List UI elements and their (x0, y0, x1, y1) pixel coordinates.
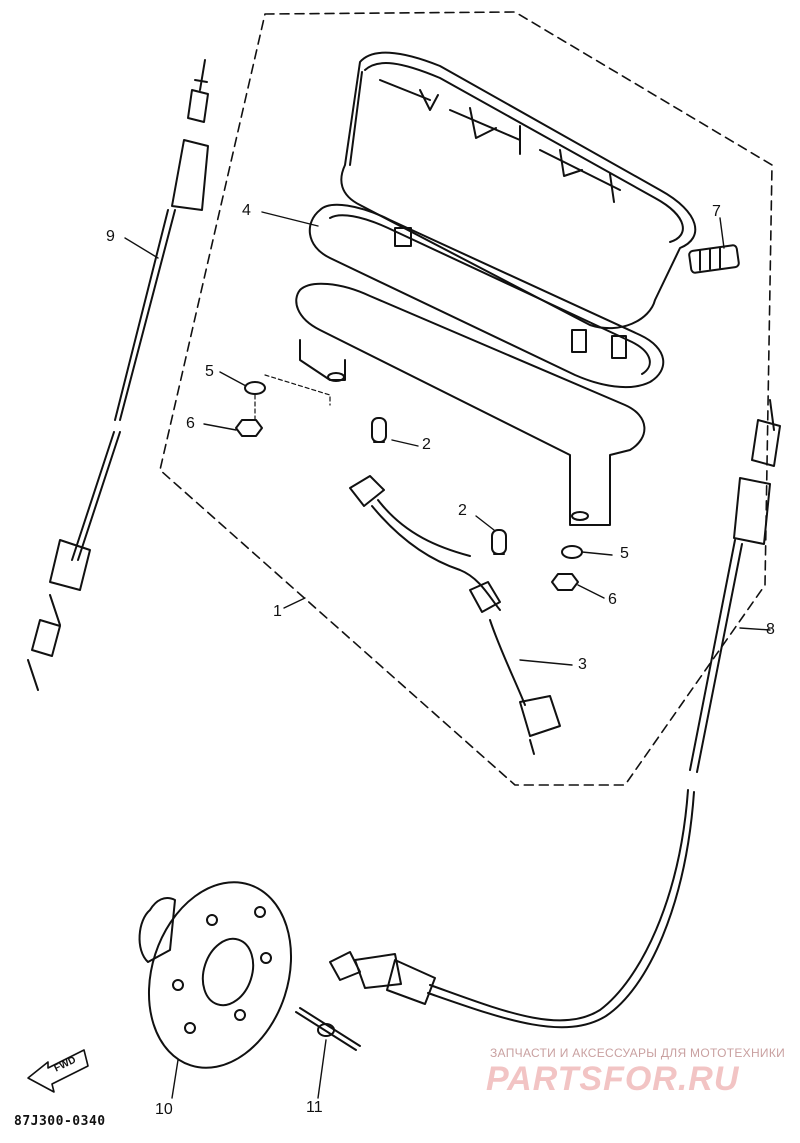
callout-9: 9 (106, 228, 115, 245)
callout-10: 10 (155, 1101, 173, 1118)
meter-lower-case (295, 282, 646, 526)
callout-6-right: 6 (608, 591, 617, 608)
callout-2-upper: 2 (422, 436, 431, 453)
callout-3: 3 (578, 656, 587, 673)
callout-4: 4 (242, 202, 251, 219)
leader-lines (124, 211, 771, 1099)
callout-8: 8 (766, 621, 775, 638)
callout-11: 11 (306, 1099, 323, 1116)
washer-5-left (244, 381, 266, 395)
drive-pin (295, 1007, 361, 1051)
cable-8 (329, 399, 781, 1029)
watermark-logo: PARTSFOR.RU (486, 1060, 740, 1098)
fwd-arrow-icon (27, 1049, 89, 1093)
callout-5-left: 5 (205, 363, 214, 380)
nut-6-left (235, 419, 263, 437)
drawing-code: 87J300-0340 (14, 1114, 106, 1129)
speedo-gear-hub (138, 881, 293, 1069)
callout-6-left: 6 (186, 415, 195, 432)
bulb-lower (491, 529, 507, 555)
nut-6-right (551, 573, 579, 591)
wire-harness (349, 475, 561, 755)
bulb-upper (371, 417, 387, 443)
callout-2-lower: 2 (458, 502, 467, 519)
watermark-text: ЗАПЧАСТИ И АКСЕССУАРЫ ДЛЯ МОТОТЕХНИКИ (490, 1046, 786, 1060)
trip-knob (688, 244, 740, 274)
callout-7: 7 (712, 203, 721, 220)
assembly-boundary-dashed (159, 11, 773, 786)
callout-5-right: 5 (620, 545, 629, 562)
washer-5-right (561, 545, 583, 559)
meter-housing (340, 51, 697, 330)
callout-1: 1 (273, 603, 282, 620)
cable-9 (27, 59, 209, 691)
gasket-ring (308, 203, 665, 389)
